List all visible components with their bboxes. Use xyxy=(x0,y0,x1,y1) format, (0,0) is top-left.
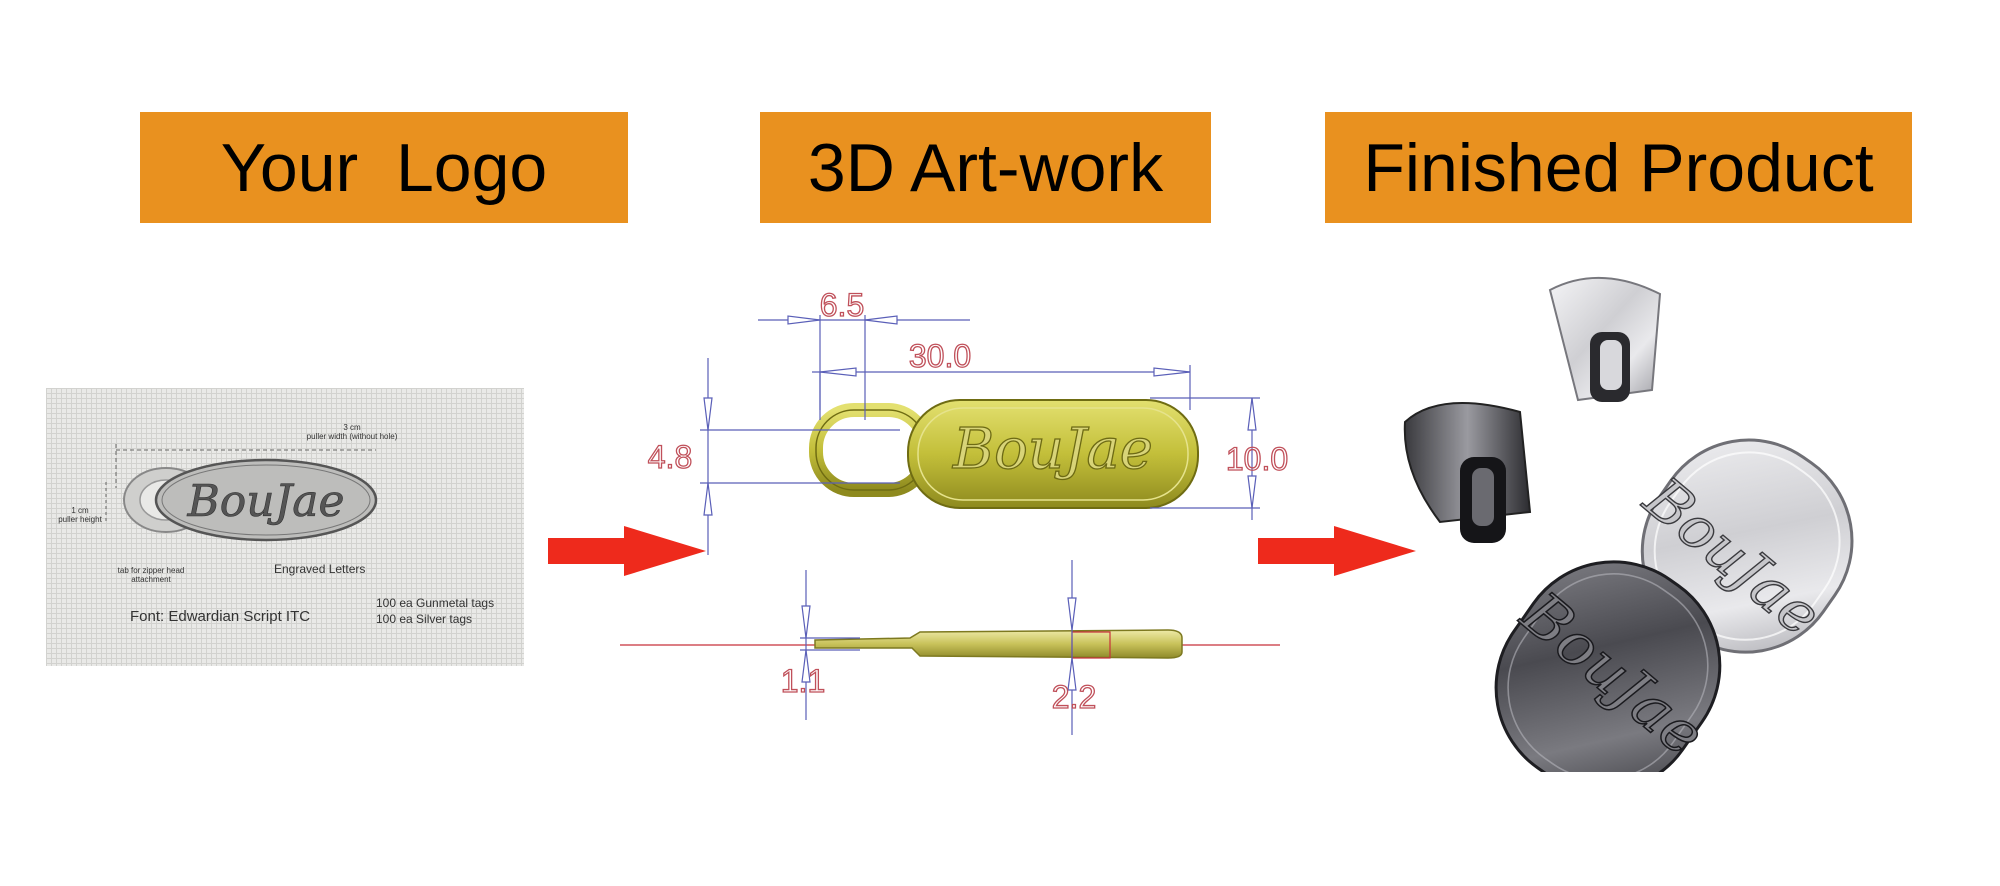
cad-logo-text: BouJae xyxy=(952,417,1153,482)
sketch-qty-gunmetal: 100 ea Gunmetal tags xyxy=(376,596,495,610)
banner-your-logo: Your Logo xyxy=(140,112,628,223)
right-arrow-icon xyxy=(548,526,706,576)
sketch-width-label: 3 cm puller width (without hole) xyxy=(262,423,442,441)
banner-your-logo-label: Your Logo xyxy=(220,129,548,206)
cad-drawing: BouJae 6.5 30.0 4.8 10.0 xyxy=(620,286,1289,735)
logo-sketch-image: BouJae 3 cm puller width (without hole) … xyxy=(46,388,524,666)
sketch-tab-label: tab for zipper head attachment xyxy=(106,566,196,584)
dim-thickness: 2.2 xyxy=(1052,679,1096,715)
banner-finished-product: Finished Product xyxy=(1325,112,1912,223)
cad-puller-body xyxy=(907,399,1199,509)
sketch-engraved-label: Engraved Letters xyxy=(274,562,366,576)
dim-tab-height: 4.8 xyxy=(648,439,692,475)
sketch-logo-text: BouJae xyxy=(186,476,344,527)
banner-3d-artwork-label: 3D Art-work xyxy=(807,129,1164,206)
sketch-tab-label-text: tab for zipper head attachment xyxy=(117,566,185,584)
dim-height: 10.0 xyxy=(1226,441,1288,477)
finished-product-photo: BouJae BouJae xyxy=(1403,276,1854,772)
dim-length: 30.0 xyxy=(909,338,971,374)
sketch-drawing: BouJae xyxy=(105,444,378,542)
gunmetal-zipper-pull: BouJae xyxy=(1403,402,1722,772)
dim-hole: 6.5 xyxy=(820,287,864,323)
banner-3d-artwork: 3D Art-work xyxy=(760,112,1211,223)
cad-side-profile xyxy=(814,629,1183,659)
cad-dimension-arrows xyxy=(703,315,1257,516)
right-arrow-icon xyxy=(1258,526,1416,576)
sketch-height-label: 1 cm puller height xyxy=(50,506,110,524)
banner-finished-product-label: Finished Product xyxy=(1363,129,1874,206)
sketch-qty-silver: 100 ea Silver tags xyxy=(376,612,473,626)
dim-tab-thickness: 1.1 xyxy=(781,663,825,699)
sketch-font-label: Font: Edwardian Script ITC xyxy=(130,608,311,625)
sketch-width-label-text: 3 cm puller width (without hole) xyxy=(306,423,398,441)
sketch-height-label-text: 1 cm puller height xyxy=(58,506,102,524)
